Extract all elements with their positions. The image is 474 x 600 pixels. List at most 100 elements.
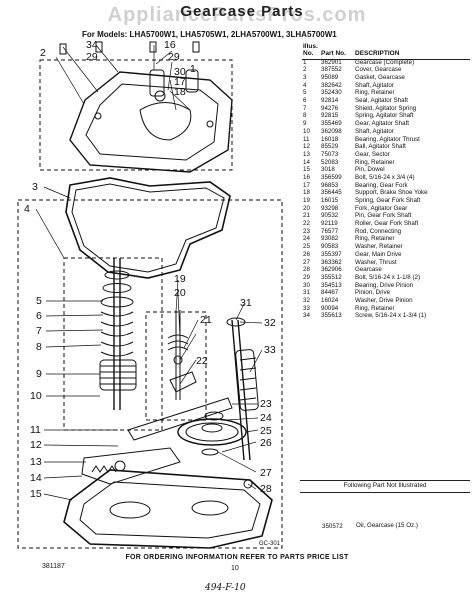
description-cell: Ring, Retainer bbox=[355, 235, 395, 243]
callout-9: 9 bbox=[36, 368, 42, 380]
description-cell: Support, Brake Shoe Yoke bbox=[355, 189, 428, 197]
callout-10: 10 bbox=[30, 390, 42, 402]
part-no-cell: 92815 bbox=[321, 112, 339, 120]
shaft-boundary bbox=[63, 257, 163, 431]
description-cell: Ring, Retainer bbox=[355, 158, 395, 166]
description-cell: Roller, Gear Fork Shaft bbox=[355, 220, 419, 228]
drive-pinion bbox=[226, 317, 259, 461]
description-cell: Pinion, Drive bbox=[355, 289, 391, 297]
part-no-cell: 16015 bbox=[321, 197, 339, 204]
illus-no-cell: 19 bbox=[303, 197, 310, 204]
illus-no-cell: 14 bbox=[303, 158, 310, 166]
illus-no-cell: 10 bbox=[303, 127, 310, 135]
callout-22: 22 bbox=[196, 355, 208, 367]
callout-6: 6 bbox=[36, 310, 42, 322]
table-row: 13 75073 Gear, Sector bbox=[302, 150, 470, 160]
illus-no-cell: 32 bbox=[303, 296, 310, 304]
part-no-cell: 382642 bbox=[321, 81, 342, 89]
description-cell: Cover, Gearcase bbox=[355, 66, 402, 74]
illus-no-cell: 30 bbox=[303, 281, 310, 289]
callout-13: 13 bbox=[30, 456, 42, 468]
illus-no-cell: 6 bbox=[303, 97, 307, 105]
description-cell: Gearcase bbox=[355, 266, 382, 274]
connecting-rod bbox=[127, 397, 233, 441]
description-cell: Ring, Retainer bbox=[355, 89, 395, 97]
description-cell: Ring, Retainer bbox=[355, 304, 395, 312]
description-cell: Spring, Agitator Shaft bbox=[355, 112, 414, 120]
callout-30: 30 bbox=[174, 66, 186, 78]
illus-no-cell: 8 bbox=[303, 112, 307, 120]
part-no-cell: 362098 bbox=[321, 127, 342, 135]
description-cell: Pin, Gear Fork Shaft bbox=[355, 212, 412, 220]
agitator-shaft bbox=[99, 258, 137, 410]
part-no-cell: 352430 bbox=[321, 89, 342, 97]
part-no-cell: 363362 bbox=[321, 258, 342, 266]
illus-no-cell: 20 bbox=[303, 204, 310, 212]
illus-no-cell: 13 bbox=[303, 150, 310, 158]
callout-29b: 29 bbox=[168, 51, 180, 63]
cover-bolts bbox=[59, 41, 200, 55]
oil-part-number: 350572 bbox=[322, 523, 343, 530]
part-no-cell: 355512 bbox=[321, 273, 342, 281]
callout-27: 27 bbox=[260, 467, 272, 479]
description-cell: Shield, Agitator Spring bbox=[355, 104, 417, 112]
illus-no-cell: 18 bbox=[303, 189, 310, 197]
part-no-cell: 16024 bbox=[321, 296, 339, 304]
description-cell: Bearing, Drive Pinion bbox=[355, 281, 414, 289]
description-cell: Seal, Agitator Shaft bbox=[355, 97, 408, 105]
callout-2: 2 bbox=[40, 47, 46, 59]
gearcase-cover bbox=[69, 69, 233, 173]
callout-28: 28 bbox=[260, 483, 272, 495]
illus-no-cell: 11 bbox=[303, 135, 310, 143]
part-no-cell: 355469 bbox=[321, 120, 342, 128]
description-cell: Pin, Dowel bbox=[355, 166, 385, 174]
part-no-cell: 90583 bbox=[321, 243, 339, 251]
model-list: For Models: LHA5700W1, LHA5705W1, 2LHA57… bbox=[82, 30, 337, 39]
part-no-cell: 95089 bbox=[321, 74, 339, 81]
description-cell: Shaft, Agitator bbox=[355, 81, 394, 89]
part-no-cell: 355397 bbox=[321, 250, 342, 258]
part-no-cell: 93082 bbox=[321, 235, 339, 243]
callout-3: 3 bbox=[32, 181, 38, 193]
gear-fork bbox=[167, 310, 197, 400]
part-no-cell: 387552 bbox=[321, 66, 342, 74]
callout-1: 1 bbox=[190, 63, 196, 75]
gearcase-gasket bbox=[65, 177, 231, 279]
ordering-footer: FOR ORDERING INFORMATION REFER TO PARTS … bbox=[125, 554, 349, 561]
callout-17: 17 bbox=[174, 76, 186, 88]
handwritten-note: 494-F-10 bbox=[205, 583, 246, 593]
part-no-cell: 93298 bbox=[321, 204, 339, 212]
illus-no-cell: 15 bbox=[303, 166, 310, 174]
col-illus-no: Illus. No. bbox=[302, 43, 320, 60]
part-no-cell: 96853 bbox=[321, 181, 339, 189]
document-number: 381187 bbox=[42, 563, 65, 570]
callout-33: 33 bbox=[264, 344, 276, 356]
part-no-cell: 75073 bbox=[321, 150, 339, 158]
callout-26: 26 bbox=[260, 437, 272, 449]
callout-14: 14 bbox=[30, 472, 42, 484]
illus-no-cell: 21 bbox=[303, 212, 310, 220]
illus-no-cell: 1 bbox=[303, 58, 307, 66]
callout-12: 12 bbox=[30, 439, 42, 451]
callout-4: 4 bbox=[24, 203, 30, 215]
part-no-cell: 76577 bbox=[321, 227, 339, 235]
description-cell: Gear, Sector bbox=[355, 150, 390, 158]
